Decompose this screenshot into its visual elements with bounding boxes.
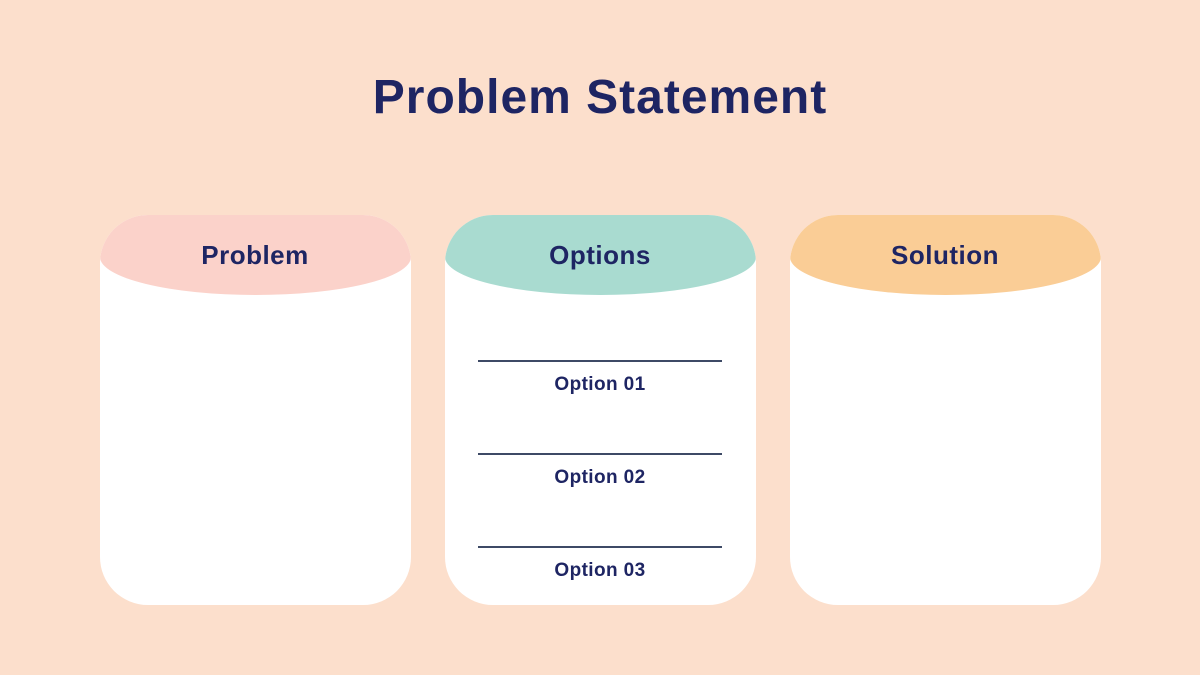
solution-card-header: Solution	[789, 215, 1101, 295]
options-card-title: Options	[549, 239, 651, 270]
option-item: Option 03	[478, 546, 722, 583]
option-item: Option 01	[478, 360, 722, 397]
cards-row: Problem Options Option 01 Option 02	[0, 215, 1200, 605]
problem-card-title: Problem	[201, 239, 309, 270]
options-card-body: Option 01 Option 02 Option 03	[445, 295, 756, 583]
options-card: Options Option 01 Option 02	[444, 215, 756, 605]
option-label: Option 02	[554, 467, 646, 488]
problem-card: Problem	[99, 215, 411, 605]
option-label: Option 01	[554, 374, 646, 395]
solution-card: Solution	[789, 215, 1101, 605]
problem-card-header: Problem	[99, 215, 411, 295]
option-item: Option 02	[478, 453, 722, 490]
solution-card-title: Solution	[891, 239, 999, 270]
options-list: Option 01 Option 02 Option 03	[445, 295, 756, 583]
options-card-header: Options	[444, 215, 756, 295]
slide-title: Problem Statement	[372, 71, 828, 124]
option-label: Option 03	[554, 560, 646, 581]
